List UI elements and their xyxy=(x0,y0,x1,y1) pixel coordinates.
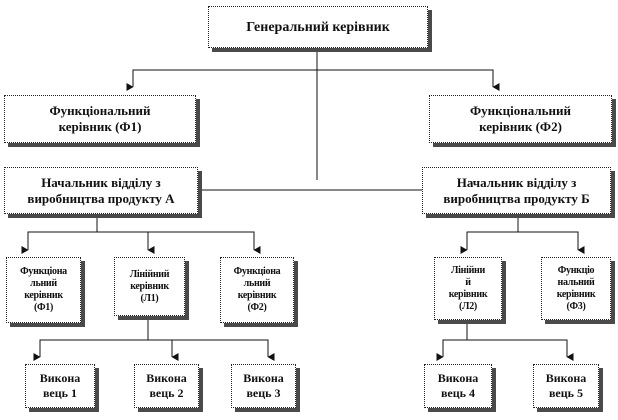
executor-1-box: Викона вець 1 xyxy=(25,364,95,408)
executor-2-box: Викона вець 2 xyxy=(134,364,199,408)
functional-manager-a-f1-box: Функціона льний керівник (Ф1) xyxy=(6,257,81,323)
executor-5-box: Викона вець 5 xyxy=(533,364,599,408)
line-manager-l2-box: Лінійни й керівник (Л2) xyxy=(434,257,502,320)
functional-manager-b-f3-box: Функціо нальний керівник (Ф3) xyxy=(541,257,611,320)
functional-manager-f2-box: Функціональний керівник (Ф2) xyxy=(429,95,612,143)
functional-manager-f1-box: Функціональний керівник (Ф1) xyxy=(4,95,196,143)
department-head-b-box: Начальник відділу з виробництва продукту… xyxy=(422,167,611,214)
line-manager-l1-box: Лінійний керівник (Л1) xyxy=(114,257,185,316)
department-head-a-box: Начальник відділу з виробництва продукту… xyxy=(4,167,198,214)
executor-3-box: Викона вець 3 xyxy=(231,364,296,408)
executor-4-box: Викона вець 4 xyxy=(424,364,492,408)
general-manager-box: Генеральний керівник xyxy=(208,6,428,48)
functional-manager-a-f2-box: Функціона льний керівник (Ф2) xyxy=(220,257,294,323)
